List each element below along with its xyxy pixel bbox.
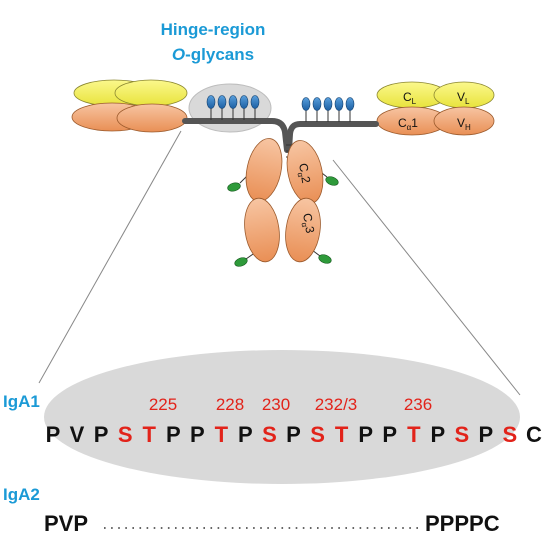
residue: P xyxy=(94,422,109,447)
zoom-line-left xyxy=(38,130,182,384)
ca3-label: Cα3 xyxy=(298,212,317,235)
sequence-highlight xyxy=(44,350,520,484)
right-cl-label: CL xyxy=(403,90,417,106)
position-label: 236 xyxy=(404,395,432,414)
residue: P xyxy=(286,422,301,447)
o-glycan-icon xyxy=(301,97,311,122)
title-line-1: Hinge-region xyxy=(161,20,266,39)
right-ca1-label: Cα1 xyxy=(398,116,418,132)
residue-glycosylated: S xyxy=(310,422,325,447)
o-glycan-icon xyxy=(228,95,238,120)
right-vh-domain xyxy=(433,106,495,136)
position-label: 228 xyxy=(216,395,244,414)
residue-glycosylated: S xyxy=(118,422,133,447)
left-o-glycans xyxy=(206,95,260,120)
residue-glycosylated: S xyxy=(262,422,277,447)
position-label: 225 xyxy=(149,395,177,414)
hinge-highlight xyxy=(188,83,272,133)
o-glycan-icon xyxy=(345,97,355,122)
ca2-label: Cα2 xyxy=(294,162,313,185)
left-ca2-domain xyxy=(245,138,283,202)
n-glycan-icon-1 xyxy=(227,174,249,192)
n-glycan-icon-3 xyxy=(234,251,257,267)
iga1-label: IgA1 xyxy=(3,392,40,411)
o-glycan-icon xyxy=(217,95,227,120)
left-fab xyxy=(71,79,188,133)
left-cl-domain xyxy=(114,79,188,107)
position-label: 232/3 xyxy=(315,395,358,414)
residue-glycosylated: T xyxy=(335,422,349,447)
residue: P xyxy=(382,422,397,447)
left-ca1-domain xyxy=(116,103,188,133)
iga2-label: IgA2 xyxy=(3,485,40,504)
residue: P xyxy=(166,422,181,447)
residue: P xyxy=(190,422,205,447)
right-ca3-domain xyxy=(285,197,321,263)
residue: P xyxy=(479,422,494,447)
right-o-glycans xyxy=(301,97,355,122)
right-fab: CL VL Cα1 VH xyxy=(376,81,495,136)
o-glycan-icon xyxy=(206,95,216,120)
title-line-2: O-glycans xyxy=(172,45,254,64)
title-italic-o: O xyxy=(172,45,185,64)
right-vl-label: VL xyxy=(457,90,470,106)
iga1-positions: 225 228 230 232/3 236 xyxy=(149,395,432,414)
fc-region: Cα2 Cα3 xyxy=(227,138,339,267)
residue-glycosylated: T xyxy=(215,422,229,447)
residue-glycosylated: S xyxy=(503,422,518,447)
n-glycan-icon-4 xyxy=(311,249,332,264)
right-vh-label: VH xyxy=(457,116,471,132)
residue: P xyxy=(358,422,373,447)
o-glycan-icon xyxy=(323,97,333,122)
iga2-sequence-end: PPPPC xyxy=(425,511,500,536)
residue: P xyxy=(430,422,445,447)
o-glycan-icon xyxy=(334,97,344,122)
residue-glycosylated: T xyxy=(142,422,156,447)
o-glycan-icon xyxy=(312,97,322,122)
zoom-line-right xyxy=(332,159,521,396)
o-glycan-icon xyxy=(250,95,260,120)
o-glycan-icon xyxy=(239,95,249,120)
title-glycans: -glycans xyxy=(185,45,254,64)
residue: P xyxy=(238,422,253,447)
left-ca3-domain xyxy=(244,197,280,263)
position-label: 230 xyxy=(262,395,290,414)
iga2-sequence-start: PVP xyxy=(44,511,88,536)
residue-glycosylated: T xyxy=(407,422,421,447)
residue: C xyxy=(526,422,542,447)
residue-glycosylated: S xyxy=(455,422,470,447)
residue: P xyxy=(46,422,61,447)
residue: V xyxy=(70,422,85,447)
